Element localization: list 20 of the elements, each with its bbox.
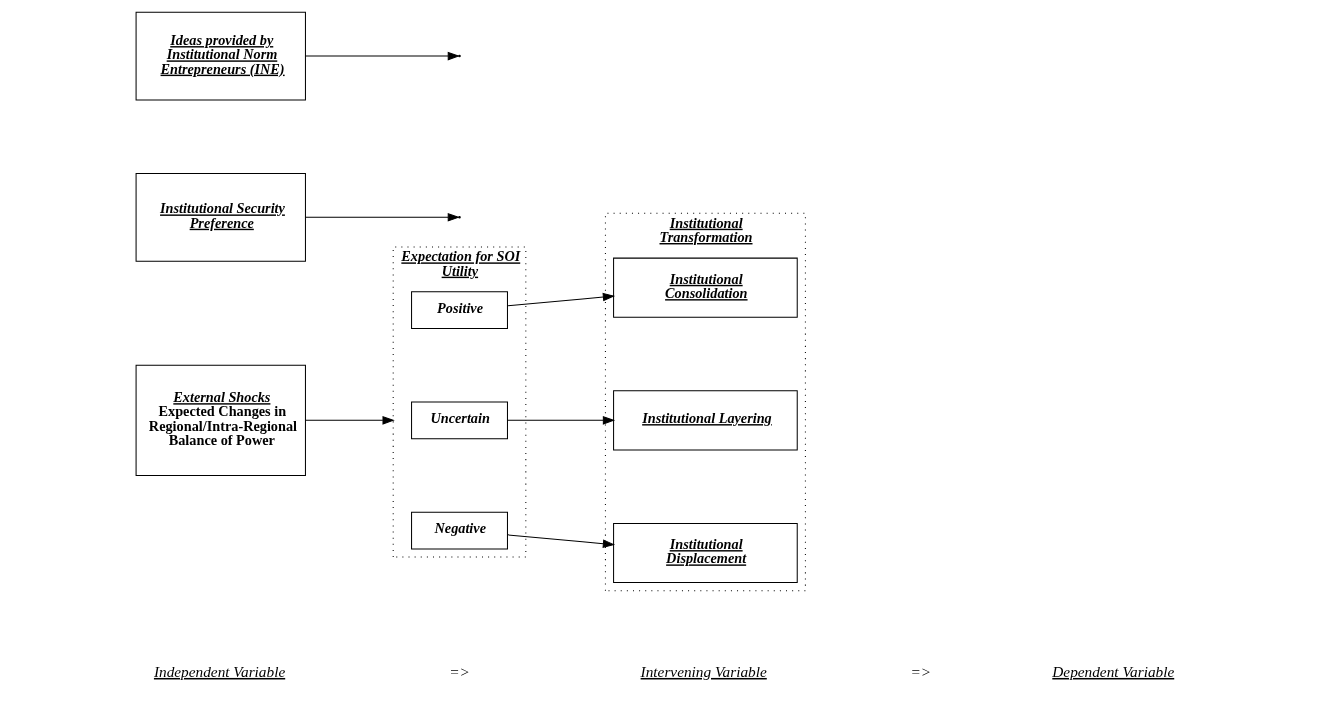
- arrow: [305, 213, 460, 222]
- node-box: Uncertain: [411, 401, 508, 440]
- label: =>: [449, 662, 470, 680]
- label: Dependent Variable: [1052, 662, 1175, 680]
- node-box: Negative: [411, 511, 508, 550]
- arrow: [507, 534, 616, 548]
- node-box: Ideas provided by Institutional Norm Entrepreneurs (INE): [135, 11, 306, 101]
- node-box: External Shocks Expected Changes in Regional/Intra-Regional Balance of Power: [135, 364, 306, 476]
- label: Independent Variable: [153, 662, 286, 680]
- label: =>: [910, 662, 932, 680]
- node-box: Institutional Layering: [613, 390, 798, 451]
- node-box: Institutional Displacement: [613, 522, 798, 584]
- arrow: [507, 292, 616, 307]
- node-box: Institutional Security Preference: [135, 172, 306, 262]
- arrow: [507, 416, 616, 425]
- arrow: [305, 51, 460, 61]
- arrow: [305, 416, 395, 425]
- label: Intervening Variable: [640, 662, 767, 680]
- node-box: Institutional Consolidation: [613, 257, 798, 318]
- node-box: Positive: [411, 291, 508, 330]
